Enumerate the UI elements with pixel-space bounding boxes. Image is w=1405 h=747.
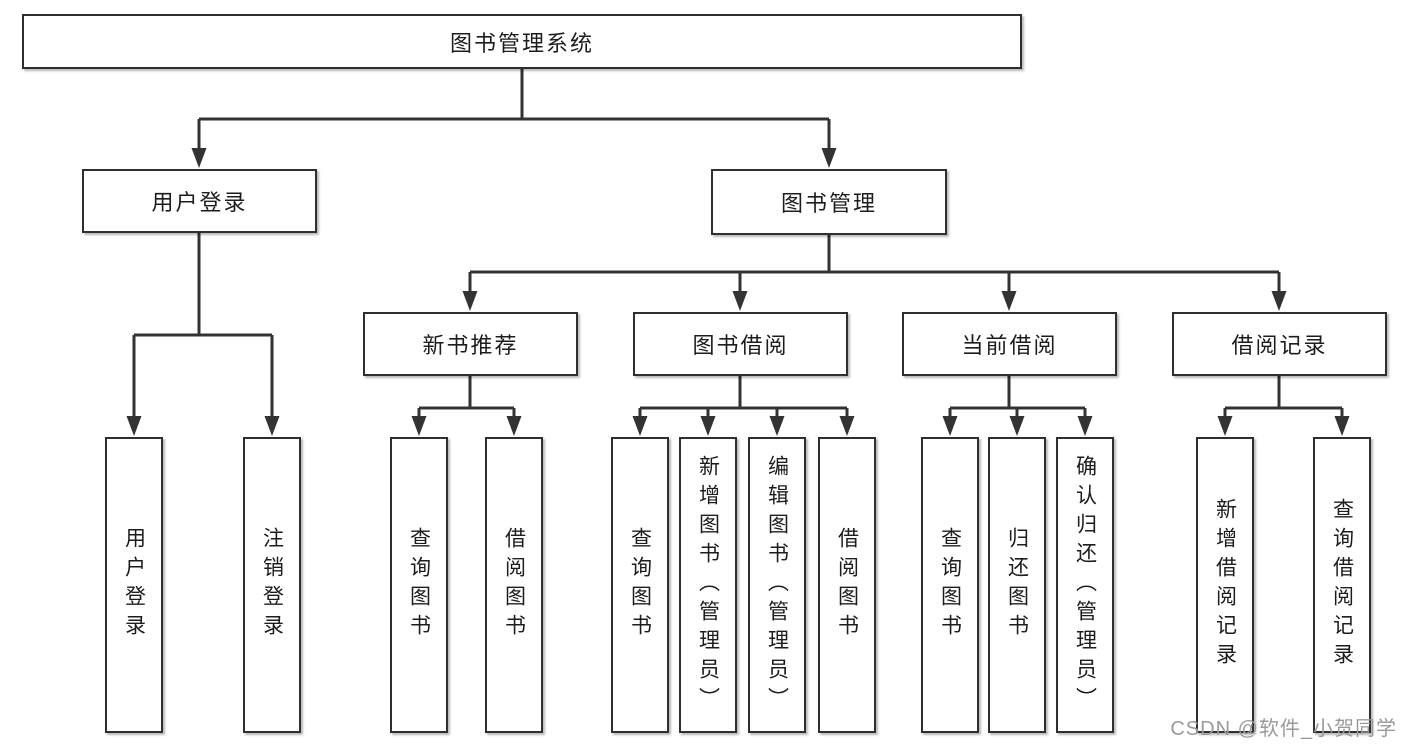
leaf-query-borrow-record: 查询借阅记录 bbox=[1313, 437, 1371, 733]
node-root-label: 图书管理系统 bbox=[449, 30, 594, 56]
node-new-book-recommend-label: 新书推荐 bbox=[422, 333, 519, 358]
node-root-system: 图书管理系统 bbox=[22, 14, 1022, 69]
node-user-login-label: 用户登录 bbox=[151, 190, 248, 215]
leaf-newbook-query-books-label: 查询图书 bbox=[407, 527, 431, 643]
leaf-edit-books-admin: 编辑图书（管理员） bbox=[748, 437, 806, 733]
leaf-edit-books-admin-label: 编辑图书（管理员） bbox=[765, 454, 789, 716]
leaf-logout: 注销登录 bbox=[243, 437, 301, 733]
node-book-management-label: 图书管理 bbox=[780, 191, 877, 216]
leaf-return-books-label: 归还图书 bbox=[1005, 527, 1029, 643]
leaf-newbook-borrow-books-label: 借阅图书 bbox=[502, 527, 526, 643]
leaf-add-books-admin-label: 新增图书（管理员） bbox=[696, 454, 720, 716]
leaf-confirm-return-admin: 确认归还（管理员） bbox=[1056, 437, 1114, 733]
leaf-logout-label: 注销登录 bbox=[260, 527, 284, 643]
node-borrow-records-label: 借阅记录 bbox=[1231, 333, 1328, 358]
leaf-borrow-books: 借阅图书 bbox=[818, 437, 876, 733]
node-borrow-records: 借阅记录 bbox=[1172, 312, 1387, 376]
leaf-newbook-borrow-books: 借阅图书 bbox=[485, 437, 543, 733]
leaf-add-books-admin: 新增图书（管理员） bbox=[679, 437, 737, 733]
leaf-current-query-books: 查询图书 bbox=[921, 437, 979, 733]
node-new-book-recommend: 新书推荐 bbox=[363, 312, 578, 376]
leaf-user-login: 用户登录 bbox=[105, 437, 163, 733]
csdn-watermark: CSDN @软件_小贺同学 bbox=[1170, 718, 1397, 740]
leaf-query-borrow-record-label: 查询借阅记录 bbox=[1330, 498, 1354, 672]
leaf-add-borrow-record: 新增借阅记录 bbox=[1196, 437, 1254, 733]
leaf-add-borrow-record-label: 新增借阅记录 bbox=[1213, 498, 1237, 672]
leaf-current-query-books-label: 查询图书 bbox=[938, 527, 962, 643]
leaf-return-books: 归还图书 bbox=[988, 437, 1046, 733]
leaf-borrow-books-label: 借阅图书 bbox=[835, 527, 859, 643]
node-current-borrow: 当前借阅 bbox=[902, 312, 1117, 376]
leaf-user-login-label: 用户登录 bbox=[122, 527, 146, 643]
leaf-newbook-query-books: 查询图书 bbox=[390, 437, 448, 733]
node-book-management: 图书管理 bbox=[711, 169, 947, 235]
leaf-confirm-return-admin-label: 确认归还（管理员） bbox=[1073, 454, 1097, 716]
leaf-borrow-query-books: 查询图书 bbox=[611, 437, 669, 733]
leaf-borrow-query-books-label: 查询图书 bbox=[628, 527, 652, 643]
node-current-borrow-label: 当前借阅 bbox=[961, 333, 1058, 358]
node-book-borrow-label: 图书借阅 bbox=[692, 333, 789, 358]
node-book-borrow: 图书借阅 bbox=[633, 312, 848, 376]
node-user-login: 用户登录 bbox=[82, 169, 317, 233]
